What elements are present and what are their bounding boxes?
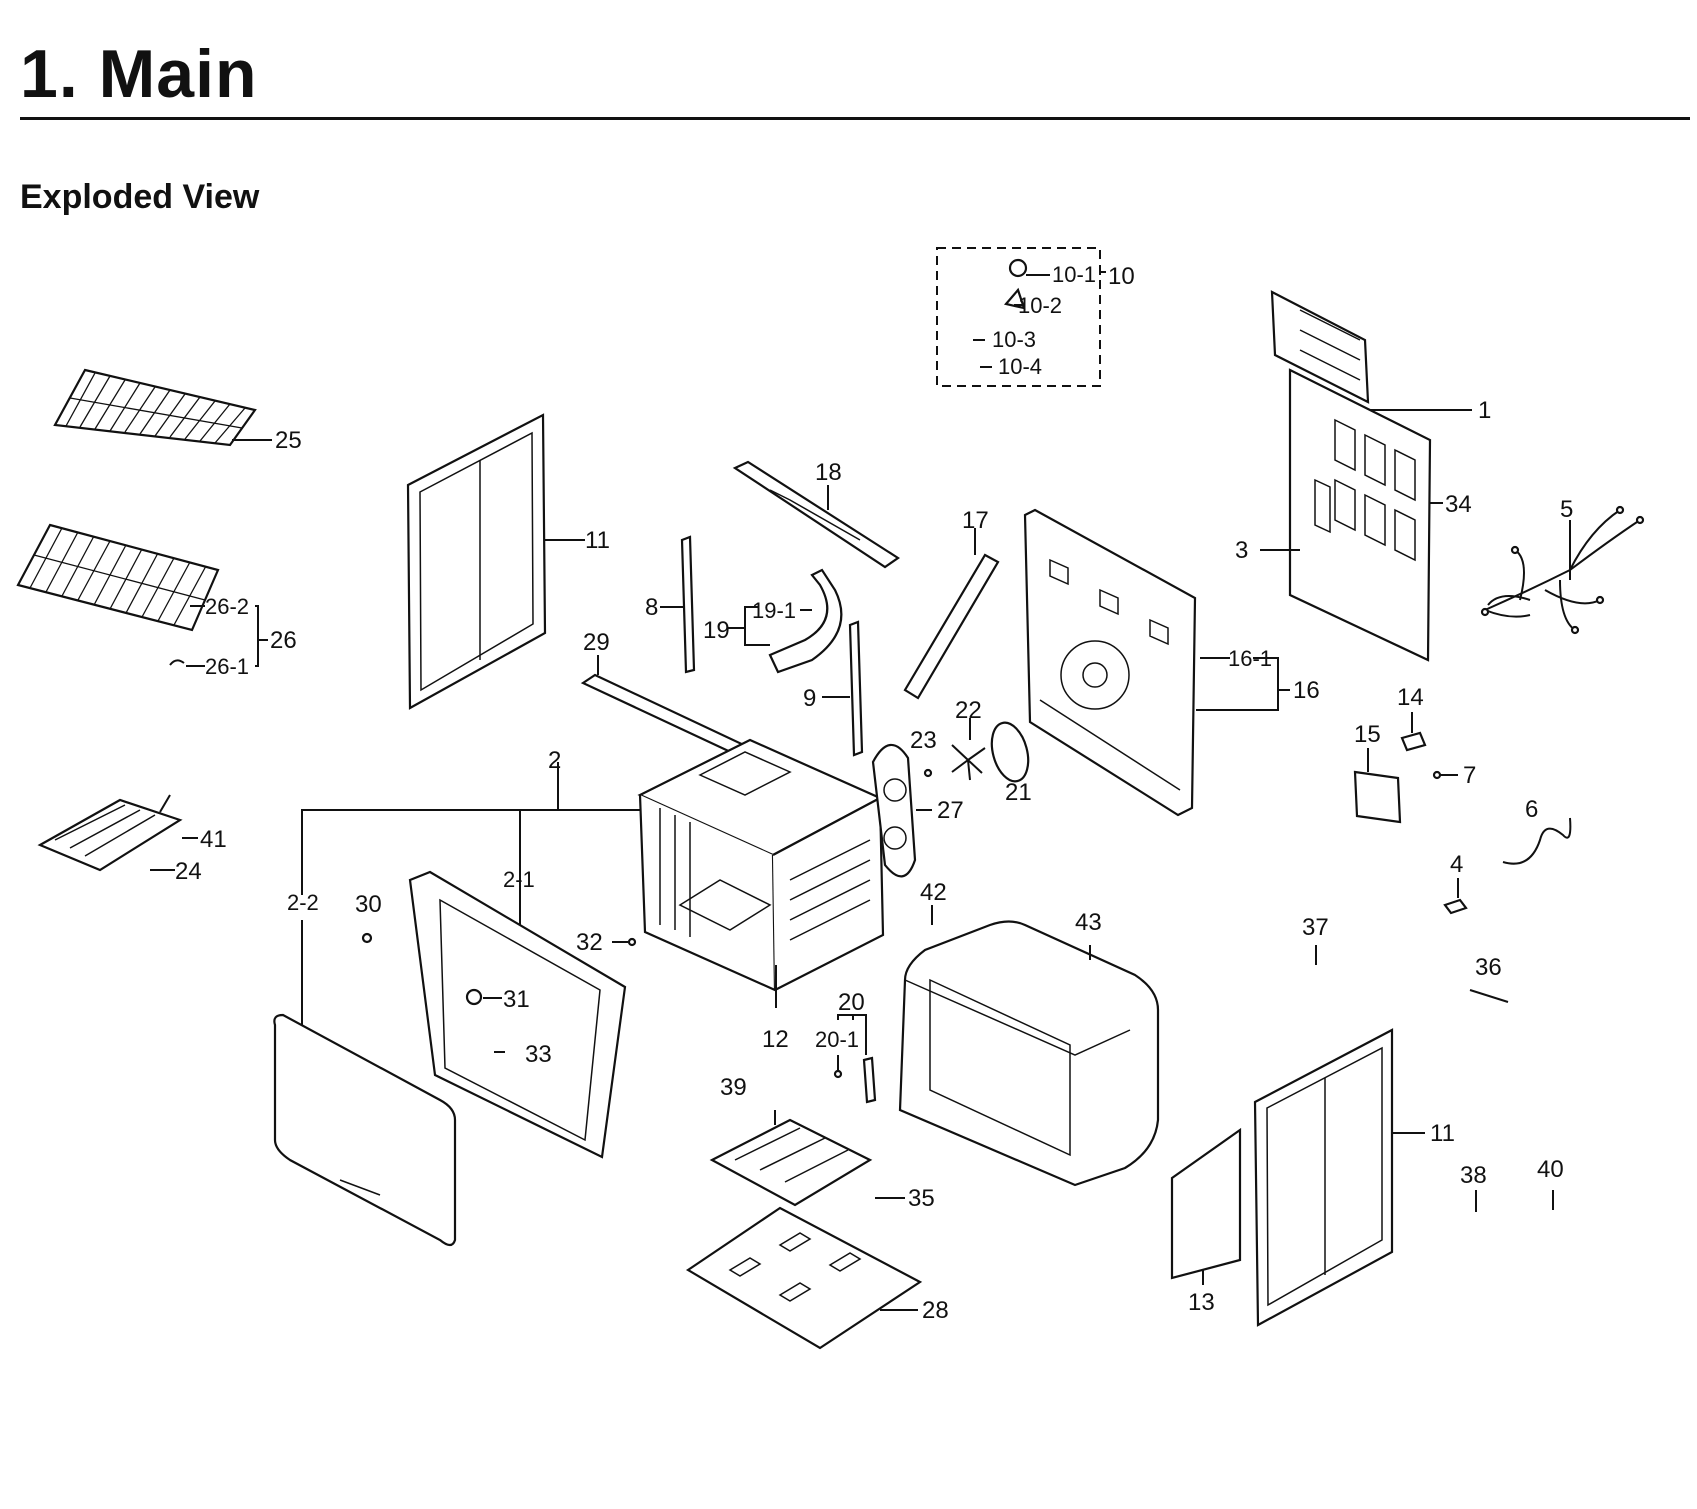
label-38: 38 (1460, 1162, 1487, 1189)
part-43-outer-cabinet (898, 920, 1160, 1187)
label-34: 34 (1445, 491, 1472, 518)
label-16: 16 (1293, 677, 1320, 704)
label-3: 3 (1235, 537, 1248, 564)
part-26-rack-assembly (16, 523, 268, 667)
label-27: 27 (937, 797, 964, 824)
callout-labels: 10-1 10 10-2 10-3 10-4 1 34 3 5 25 26-2 … (175, 262, 1573, 1324)
label-31: 31 (503, 986, 530, 1013)
part-20-terminal (833, 1014, 877, 1104)
part-25-oven-rack (53, 368, 272, 447)
part-5-wire-harness (1480, 505, 1645, 635)
label-20: 20 (838, 989, 865, 1016)
label-23: 23 (910, 727, 937, 754)
label-39: 39 (720, 1074, 747, 1101)
label-24: 24 (175, 858, 202, 885)
part-18-top-bracket (732, 460, 900, 569)
part-8-side-bracket (660, 535, 696, 674)
part-28-bottom-plate (685, 1206, 923, 1350)
label-42: 42 (920, 879, 947, 906)
label-13: 13 (1188, 1289, 1215, 1316)
label-26-2: 26-2 (205, 594, 249, 619)
part-23-nut (923, 768, 933, 778)
label-32: 32 (576, 929, 603, 956)
label-25: 25 (275, 427, 302, 454)
label-12: 12 (762, 1026, 789, 1053)
label-41: 41 (200, 826, 227, 853)
label-11-right: 11 (1430, 1120, 1455, 1147)
section-subtitle: Exploded View (20, 178, 260, 216)
part-36-rod (1469, 989, 1509, 1003)
label-15: 15 (1354, 721, 1381, 748)
page-title: 1. Main (20, 36, 258, 112)
label-28: 28 (922, 1297, 949, 1324)
part-34-rear-cover (1260, 368, 1443, 662)
part-17-heater-bracket (903, 528, 1000, 700)
part-2-2-door-glass (273, 1013, 457, 1247)
part-10-assembly (936, 247, 1106, 387)
part-21-fan-ring (990, 721, 1030, 783)
label-2: 2 (548, 747, 561, 774)
part-16-rear-panel (1023, 508, 1290, 817)
part-19-insulation (728, 568, 843, 674)
part-39-bake-element (709, 1110, 905, 1207)
part-41-broil-element (37, 794, 198, 872)
part-15-control-board (1353, 748, 1402, 824)
label-43: 43 (1075, 909, 1102, 936)
label-18: 18 (815, 459, 842, 486)
label-6: 6 (1525, 796, 1538, 823)
title-divider (20, 117, 1690, 120)
label-10-3: 10-3 (992, 327, 1036, 352)
label-19-1: 19-1 (752, 598, 796, 623)
part-12-oven-cavity (637, 738, 885, 1008)
part-9-side-bracket (822, 620, 864, 757)
part-7-screw (1432, 770, 1458, 780)
part-11-left-side-panel (406, 413, 585, 710)
part-32-screw (612, 937, 637, 947)
part-13-insulation-sheet (1170, 1127, 1242, 1285)
label-10-2: 10-2 (1018, 293, 1062, 318)
label-2-1: 2-1 (503, 867, 535, 892)
label-29: 29 (583, 629, 610, 656)
part-30-screw (361, 932, 373, 944)
part-14-terminal-block (1400, 712, 1427, 752)
label-8: 8 (645, 594, 658, 621)
part-22-fan-blade (951, 718, 986, 781)
label-30: 30 (355, 891, 382, 918)
label-16-1: 16-1 (1228, 646, 1272, 671)
label-9: 9 (803, 685, 816, 712)
label-17: 17 (962, 507, 989, 534)
part-1-top-panel (1270, 290, 1472, 411)
part-27-fan-cover (871, 743, 932, 878)
part-4-clip (1443, 878, 1468, 915)
label-10: 10 (1108, 263, 1135, 290)
label-10-1: 10-1 (1052, 262, 1096, 287)
label-14: 14 (1397, 684, 1424, 711)
label-33: 33 (525, 1041, 552, 1068)
label-11-left: 11 (585, 527, 610, 554)
label-21: 21 (1005, 779, 1032, 806)
label-5: 5 (1560, 496, 1573, 523)
label-22: 22 (955, 697, 982, 724)
label-40: 40 (1537, 1156, 1564, 1183)
label-19: 19 (703, 617, 730, 644)
label-1: 1 (1478, 397, 1491, 424)
part-2-1-door-frame (408, 870, 627, 1159)
label-26-1: 26-1 (205, 654, 249, 679)
part-6-wire (1502, 817, 1572, 865)
label-37: 37 (1302, 914, 1329, 941)
label-35: 35 (908, 1185, 935, 1212)
label-10-4: 10-4 (998, 354, 1042, 379)
label-36: 36 (1475, 954, 1502, 981)
label-20-1: 20-1 (815, 1027, 859, 1052)
part-11-right-side-panel (1253, 1028, 1425, 1327)
label-4: 4 (1450, 851, 1463, 878)
label-2-2: 2-2 (287, 890, 319, 915)
label-7: 7 (1463, 762, 1476, 789)
label-26: 26 (270, 627, 297, 654)
